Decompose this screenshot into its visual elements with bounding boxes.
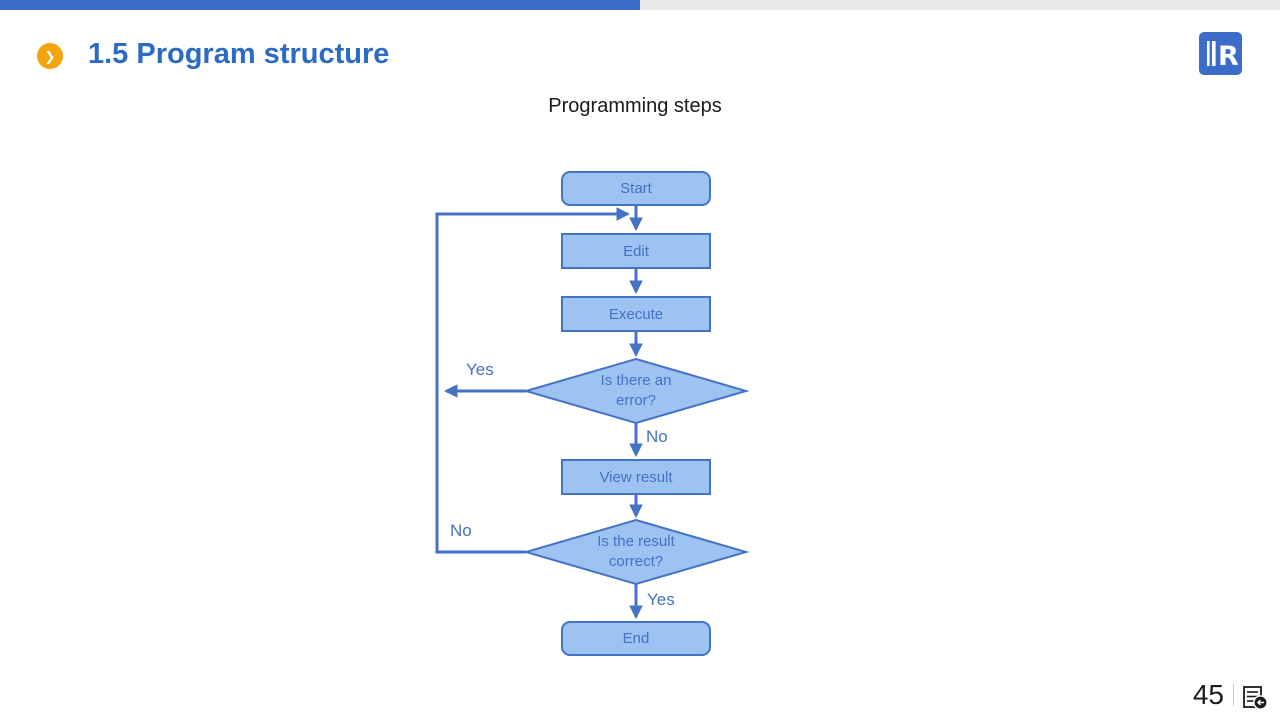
chevron-glyph: ❯: [44, 48, 56, 64]
node-end-label: End: [622, 630, 650, 647]
node-view-result: View result: [561, 459, 711, 495]
node-start-label: Start: [620, 180, 652, 197]
decision-correct-line2: correct?: [608, 553, 664, 570]
diagram-title: Programming steps: [548, 95, 722, 117]
top-accent-bar-right: [640, 0, 1280, 10]
page-number: 45: [1192, 679, 1224, 710]
logo-letter: R: [1218, 41, 1239, 72]
edge-no-feedback-loop: [435, 207, 631, 554]
toc-return-icon[interactable]: [1242, 684, 1268, 710]
node-edit: Edit: [561, 233, 711, 269]
decision-error-line1: Is there an: [600, 372, 672, 389]
page-title: 1.5 Program structure: [88, 38, 390, 70]
label-error-no: No: [646, 427, 668, 446]
chevron-right-circle-icon: ❯: [37, 43, 63, 69]
publisher-logo-icon: R: [1199, 32, 1242, 75]
decision-correct-shape: [522, 518, 750, 586]
decision-error-shape: [522, 357, 750, 425]
top-accent-bar-left: [0, 0, 640, 10]
node-end: End: [561, 621, 711, 656]
decision-error-line2: error?: [615, 392, 656, 409]
label-correct-yes: Yes: [647, 590, 675, 609]
footer-divider: [1233, 684, 1234, 706]
label-error-yes: Yes: [466, 360, 494, 379]
node-start: Start: [561, 171, 711, 206]
node-edit-label: Edit: [623, 242, 649, 260]
node-execute-label: Execute: [608, 305, 664, 323]
decision-error-label: Is there an error?: [536, 371, 736, 411]
node-view-result-label: View result: [599, 468, 673, 486]
decision-correct-label: Is the result correct?: [536, 532, 736, 572]
node-execute: Execute: [561, 296, 711, 332]
decision-correct-line1: Is the result: [597, 533, 675, 550]
label-correct-no: No: [450, 521, 472, 540]
